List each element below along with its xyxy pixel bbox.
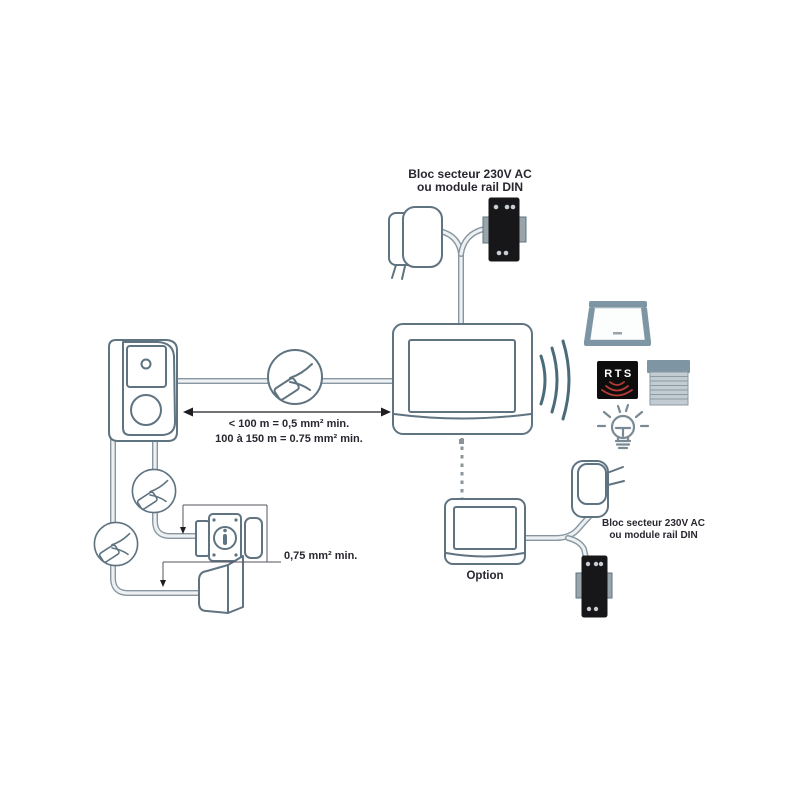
distance-arrow xyxy=(183,407,391,417)
aux-spec-leader-lines xyxy=(160,504,281,587)
mount-dot xyxy=(459,439,464,444)
wireless-waves-icon xyxy=(539,339,571,421)
roller-shutter-icon xyxy=(647,360,690,406)
call-button-icon xyxy=(130,394,162,426)
aux-cable-spec-label: 0,75 mm² min. xyxy=(284,550,358,562)
cable-spec-label: < 100 m = 0,5 mm² min. 100 à 150 m = 0.7… xyxy=(190,417,388,447)
power-adapter-top-icon xyxy=(388,206,443,280)
wire-splice-icon-1 xyxy=(267,349,323,405)
door-station-icon xyxy=(108,339,178,442)
cable-option-power-y xyxy=(520,514,592,561)
power-block-label-top: Bloc secteur 230V AC ou module rail DIN xyxy=(385,168,555,194)
door-lock-release-icon xyxy=(195,513,263,562)
power-block-label-bottom-line2: ou module rail DIN xyxy=(609,530,698,541)
cable-station-to-horn xyxy=(110,425,210,596)
cable-spec-line2: 100 à 150 m = 0.75 mm² min. xyxy=(215,433,363,445)
awning-icon xyxy=(584,301,651,346)
power-block-label-top-line1: Bloc secteur 230V AC xyxy=(408,167,532,181)
video-monitor-icon xyxy=(392,323,533,444)
power-block-label-bottom: Bloc secteur 230V AC ou module rail DIN xyxy=(596,518,711,542)
option-monitor-icon xyxy=(444,498,526,565)
light-bulb-icon xyxy=(596,403,650,450)
rts-receiver-icon: RTS xyxy=(597,361,638,399)
rts-label: RTS xyxy=(604,368,634,380)
din-rail-module-bottom-icon xyxy=(575,555,613,618)
cable-station-to-lock xyxy=(152,425,203,539)
option-label: Option xyxy=(466,570,504,582)
wire-splice-icon-3 xyxy=(93,521,139,567)
chime-horn-icon xyxy=(198,555,244,614)
wire-splice-icon-2 xyxy=(131,468,177,514)
cable-top-power-y xyxy=(437,226,487,329)
cable-spec-line1: < 100 m = 0,5 mm² min. xyxy=(228,418,350,430)
power-adapter-bottom-icon xyxy=(571,460,625,518)
din-rail-module-top-icon xyxy=(482,197,527,262)
camera-lens-icon xyxy=(140,358,152,370)
power-block-label-top-line2: ou module rail DIN xyxy=(416,180,523,194)
power-block-label-bottom-line1: Bloc secteur 230V AC xyxy=(601,518,705,529)
